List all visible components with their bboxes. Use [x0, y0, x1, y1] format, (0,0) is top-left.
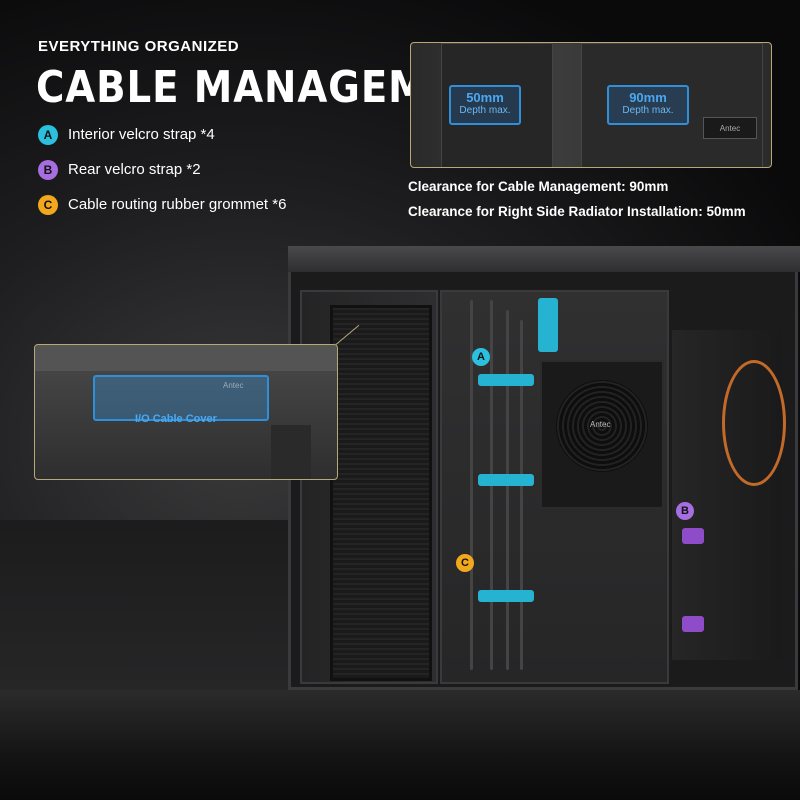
legend-label: Interior velcro strap *4	[68, 126, 215, 143]
psu-brand: Antec	[590, 420, 611, 429]
badge-c-icon: C	[38, 194, 58, 215]
badge-a-icon: A	[38, 124, 58, 145]
subtitle: EVERYTHING ORGANIZED	[38, 38, 240, 55]
depth-caption: Depth max.	[622, 105, 674, 116]
radiator	[330, 305, 432, 681]
legend-label: Cable routing rubber grommet *6	[68, 196, 287, 213]
velcro-strap-interior	[478, 374, 534, 386]
callout-bracket	[271, 425, 311, 479]
badge-b-icon: B	[38, 159, 58, 180]
velcro-strap-interior	[478, 474, 534, 486]
legend-label: Rear velcro strap *2	[68, 161, 201, 178]
legend-item-a: A Interior velcro strap *4	[38, 124, 286, 145]
callout-brand: Antec	[223, 381, 244, 390]
depth-value: 90mm	[629, 90, 667, 105]
legend-item-c: C Cable routing rubber grommet *6	[38, 194, 286, 215]
marker-a: A	[472, 348, 490, 366]
shelf-surface	[0, 690, 800, 800]
legend-item-b: B Rear velcro strap *2	[38, 159, 286, 180]
depth-inset-photo: 50mm Depth max. 90mm Depth max. Antec	[410, 42, 772, 168]
psu-fan-icon	[556, 380, 648, 472]
cable	[520, 320, 523, 670]
clearance-radiator: Clearance for Right Side Radiator Instal…	[408, 204, 746, 219]
io-cable-cover-callout: Antec I/O Cable Cover	[34, 344, 338, 480]
legend: A Interior velcro strap *4 B Rear velcro…	[38, 124, 286, 229]
depth-box-90: 90mm Depth max.	[607, 85, 689, 125]
background-wall	[0, 520, 300, 690]
case-top-panel	[288, 246, 800, 272]
power-supply: Antec	[540, 360, 664, 509]
velcro-strap-interior	[478, 590, 534, 602]
cable	[506, 310, 509, 670]
inset-panel-left	[441, 43, 553, 167]
cable	[470, 300, 473, 670]
callout-label: I/O Cable Cover	[135, 413, 217, 425]
depth-caption: Depth max.	[459, 105, 511, 116]
marker-c: C	[456, 554, 474, 572]
velcro-strap-rear	[682, 616, 704, 632]
depth-value: 50mm	[466, 90, 504, 105]
rear-fan-ring	[722, 360, 786, 486]
marker-b: B	[676, 502, 694, 520]
inset-panel-right	[581, 43, 763, 167]
callout-top-panel	[35, 345, 337, 371]
velcro-strap-interior	[538, 298, 558, 352]
brand-plate: Antec	[703, 117, 757, 139]
depth-box-50: 50mm Depth max.	[449, 85, 521, 125]
io-cable-cover	[93, 375, 269, 421]
clearance-cable: Clearance for Cable Management: 90mm	[408, 179, 669, 194]
velcro-strap-rear	[682, 528, 704, 544]
